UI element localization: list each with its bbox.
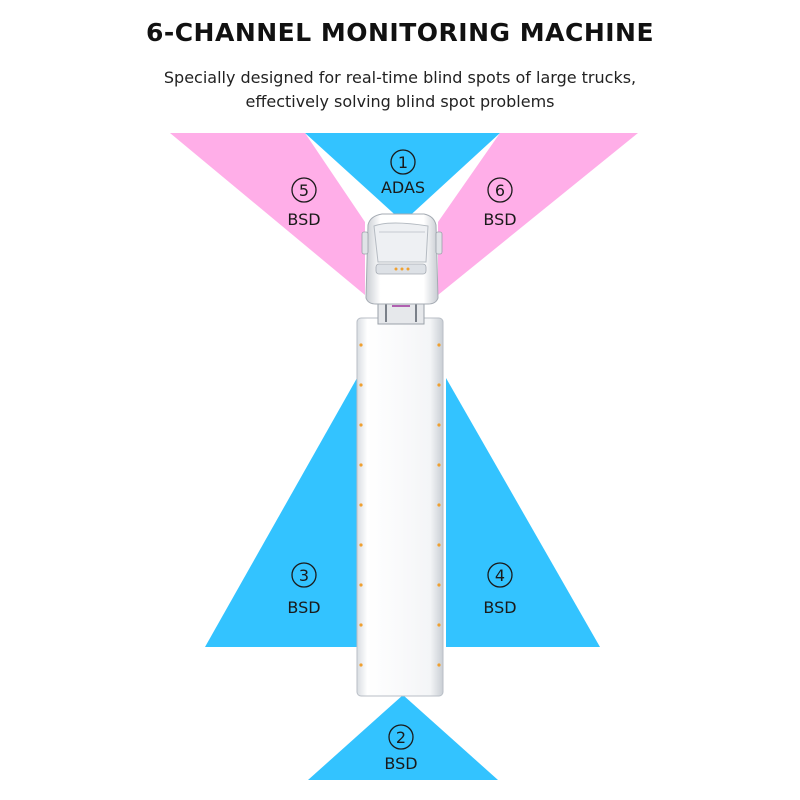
zone-6-marker: 6 BSD bbox=[483, 177, 517, 229]
zone-3-number: 3 bbox=[299, 566, 309, 585]
zone-1-label: ADAS bbox=[381, 178, 425, 197]
zone-6-coverage bbox=[438, 133, 638, 295]
trailer-marker-lights bbox=[359, 343, 441, 667]
zone-2-marker: 2 BSD bbox=[384, 724, 418, 773]
zone-6-label: BSD bbox=[483, 210, 516, 229]
zone-2-number: 2 bbox=[396, 728, 406, 747]
zone-6-number: 6 bbox=[495, 181, 505, 200]
zone-3-coverage bbox=[205, 378, 357, 647]
zone-1-number: 1 bbox=[398, 153, 408, 172]
zone-2-coverage bbox=[308, 695, 498, 780]
zone-3-label: BSD bbox=[287, 598, 320, 617]
zone-5-marker: 5 BSD bbox=[287, 177, 321, 229]
zone-2-label: BSD bbox=[384, 754, 417, 773]
zone-3-marker: 3 BSD bbox=[287, 562, 321, 617]
zone-4-marker: 4 BSD bbox=[483, 562, 517, 617]
zone-4-coverage bbox=[446, 378, 600, 647]
zone-1-marker: 1 ADAS bbox=[381, 149, 425, 197]
subtitle-line-2: effectively solving blind spot problems bbox=[245, 92, 555, 111]
zone-5-number: 5 bbox=[299, 181, 309, 200]
subtitle-line-1: Specially designed for real-time blind s… bbox=[163, 68, 637, 87]
zone-4-label: BSD bbox=[483, 598, 516, 617]
zone-5-coverage bbox=[170, 133, 365, 295]
page-title: 6-CHANNEL MONITORING MACHINE bbox=[145, 18, 655, 47]
zone-4-number: 4 bbox=[495, 566, 505, 585]
zone-1-coverage bbox=[305, 133, 500, 222]
zone-5-label: BSD bbox=[287, 210, 320, 229]
truck-top-view-icon bbox=[356, 213, 444, 697]
